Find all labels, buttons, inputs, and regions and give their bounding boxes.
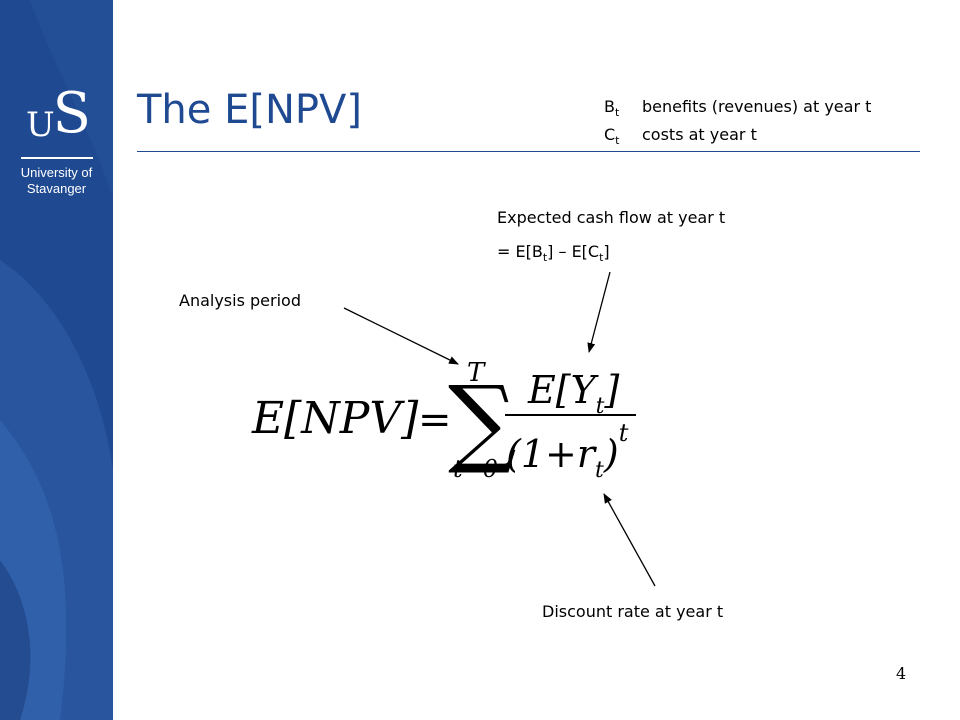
analysis-period-arrow <box>343 307 459 365</box>
fraction-denominator: (1+rt)t <box>506 419 629 483</box>
sum-lower-limit: t=0 <box>453 455 498 483</box>
cash-flow-label: Expected cash flow at year t <box>497 208 726 227</box>
slide-title: The E[NPV] <box>137 87 362 133</box>
cash-flow-definition: = E[Bt] – E[Ct] <box>497 242 610 265</box>
sum-symbol: ∑ <box>448 365 517 477</box>
logo-mark: US <box>25 81 91 146</box>
logo-line-2: Stavanger <box>26 181 87 196</box>
legend-row-benefits: Bt benefits (revenues) at year t <box>604 96 871 124</box>
university-logo: US University of Stavanger <box>8 84 105 197</box>
cash-flow-arrow <box>587 271 611 353</box>
title-divider <box>137 151 920 152</box>
logo-line-1: University of <box>20 165 93 180</box>
equation-equals: = <box>418 397 452 443</box>
sum-upper-limit: T <box>467 358 486 388</box>
discount-rate-label: Discount rate at year t <box>542 602 724 621</box>
legend-symbol: Bt <box>604 97 620 120</box>
symbol-legend: Bt benefits (revenues) at year t Ct cost… <box>604 96 871 152</box>
sidebar-band: US University of Stavanger <box>0 0 113 720</box>
fraction-numerator: E[Yt] <box>527 368 620 419</box>
logo-rule <box>20 157 93 159</box>
equation-lhs: E[NPV] <box>251 393 419 444</box>
legend-text: costs at year t <box>642 125 757 145</box>
legend-symbol: Ct <box>604 125 620 148</box>
discount-rate-arrow <box>603 493 656 587</box>
analysis-period-label: Analysis period <box>179 291 301 310</box>
legend-row-costs: Ct costs at year t <box>604 124 871 152</box>
wave-decoration <box>0 0 113 720</box>
page-number: 4 <box>896 664 907 683</box>
npv-equation: E[NPV] = ∑ T t=0 E[Yt] (1+rt)t <box>251 358 636 483</box>
legend-text: benefits (revenues) at year t <box>642 97 872 116</box>
